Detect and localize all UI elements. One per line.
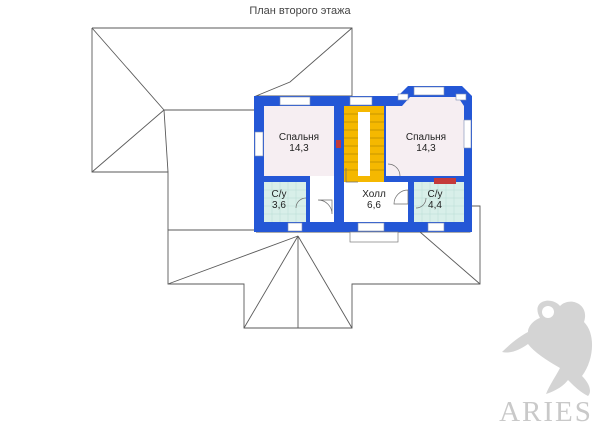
balcony-sill bbox=[349, 231, 399, 243]
plan-title: План второго этажа bbox=[249, 5, 351, 17]
room-label-bathroom-right: С/у 4,4 bbox=[420, 189, 450, 211]
room-area: 14,3 bbox=[416, 143, 436, 154]
stair-rail-post bbox=[336, 140, 341, 148]
windows bbox=[254, 86, 472, 232]
bathroom-right-floor bbox=[414, 182, 464, 222]
radiator-fixture bbox=[434, 178, 456, 184]
room-label-hall: Холл 6,6 bbox=[348, 189, 400, 211]
doors bbox=[295, 163, 427, 215]
bedroom-right-floor bbox=[386, 97, 464, 176]
room-area: 4,4 bbox=[428, 200, 442, 211]
bedroom-left-lower bbox=[310, 176, 334, 222]
room-name: С/у bbox=[427, 189, 443, 200]
room-area: 6,6 bbox=[367, 200, 381, 211]
room-label-bathroom-left: С/у 3,6 bbox=[264, 189, 294, 211]
bedroom-left-floor bbox=[264, 106, 334, 176]
room-label-bedroom-left: Спальня 14,3 bbox=[264, 132, 334, 154]
inner-walls bbox=[264, 106, 464, 222]
room-label-bedroom-right: Спальня 14,3 bbox=[388, 132, 464, 154]
room-area: 14,3 bbox=[289, 143, 309, 154]
bath-tiles bbox=[264, 182, 464, 222]
brand-logo-text: ARIES bbox=[499, 396, 593, 428]
staircase bbox=[344, 106, 384, 182]
bathroom-left-floor bbox=[264, 182, 306, 222]
room-name: Спальня bbox=[278, 132, 320, 143]
room-name: С/у bbox=[271, 189, 287, 200]
room-name: Холл bbox=[362, 189, 386, 200]
room-area: 3,6 bbox=[272, 200, 286, 211]
aries-ram-logo bbox=[502, 300, 593, 396]
room-name: Спальня bbox=[405, 132, 447, 143]
